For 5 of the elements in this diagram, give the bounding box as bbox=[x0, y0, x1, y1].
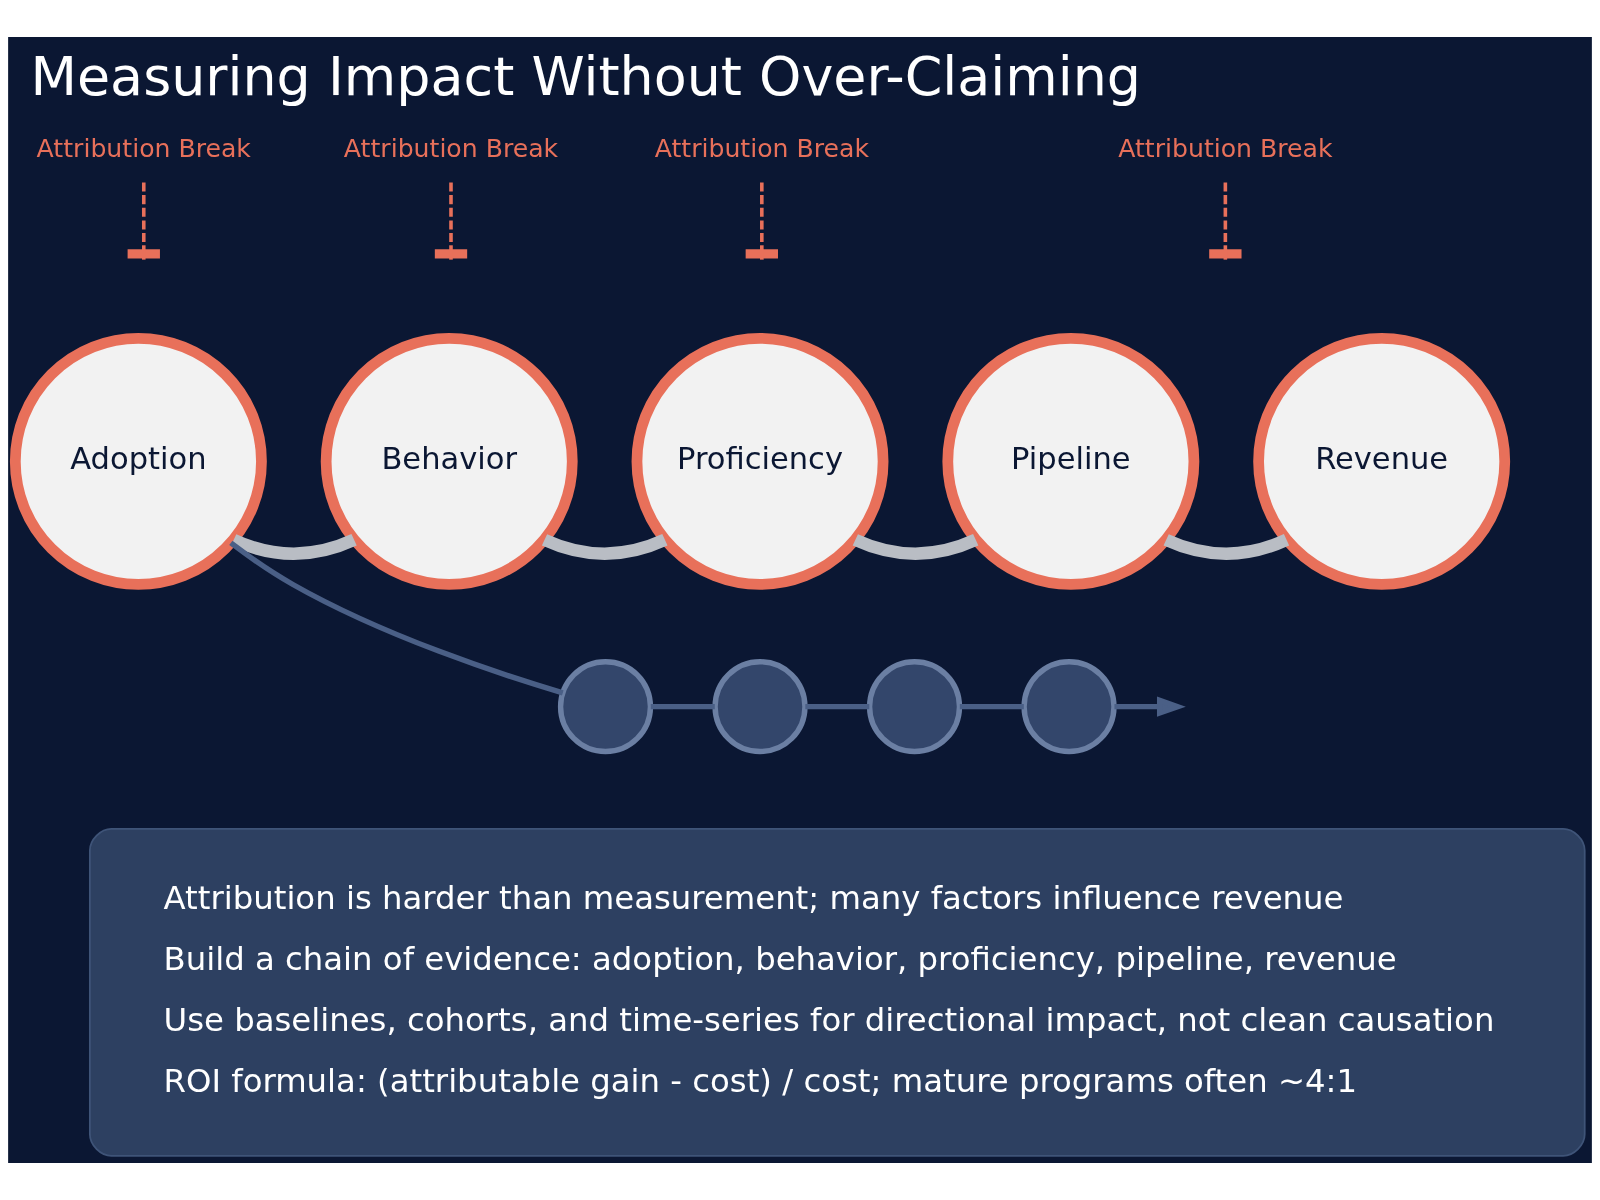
diagram-title: Measuring Impact Without Over-Claiming bbox=[30, 44, 1142, 108]
node-text: Attribution Break bbox=[654, 133, 869, 163]
node-text: Attribution Break bbox=[36, 133, 251, 163]
node-text: Attribution Break bbox=[343, 133, 559, 163]
node-text: Attribution Break bbox=[1118, 133, 1333, 163]
